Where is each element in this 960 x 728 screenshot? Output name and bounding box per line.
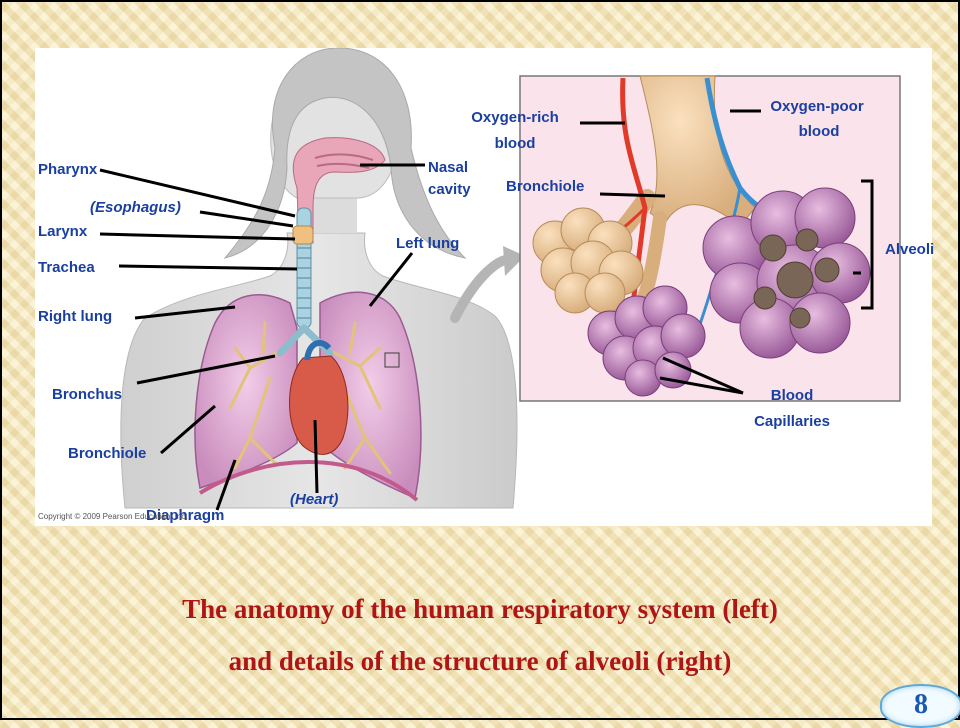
alveoli-detail-inset: [519, 75, 901, 402]
label-pharynx: Pharynx: [38, 161, 98, 178]
respiratory-illustration: [99, 48, 901, 511]
label-blood-capillaries-line1: Blood: [770, 387, 814, 404]
label-trachea: Trachea: [38, 259, 95, 276]
caption-line2: and details of the structure of alveoli …: [228, 646, 732, 676]
slide-border-top: [0, 0, 960, 2]
slide-border-right: [958, 0, 960, 720]
label-oxygen-poor-line2: blood: [798, 123, 840, 140]
copyright-notice: Copyright © 2009 Pearson Education, Inc.: [38, 512, 188, 521]
slide-border-bottom: [0, 718, 960, 720]
caption-line1: The anatomy of the human respiratory sys…: [182, 594, 778, 624]
label-larynx: Larynx: [38, 223, 88, 240]
label-bronchiole-left: Bronchiole: [68, 445, 147, 462]
heart-illustration: [289, 339, 349, 455]
label-oxygen-poor-line1: Oxygen-poor: [770, 98, 864, 115]
label-alveoli: Alveoli: [885, 241, 935, 258]
right-lung: [194, 294, 298, 489]
label-esophagus: (Esophagus): [90, 199, 181, 216]
label-bronchus: Bronchus: [52, 386, 123, 403]
leader-lines: [99, 109, 874, 511]
slide-number-badge: 8: [880, 684, 960, 728]
label-heart: (Heart): [290, 491, 339, 508]
label-oxygen-rich-line1: Oxygen-rich: [471, 109, 559, 126]
respiratory-figure: Pharynx (Esophagus) Larynx Trachea Right…: [35, 48, 935, 526]
label-right-lung: Right lung: [38, 308, 113, 325]
label-bronchiole-right: Bronchiole: [506, 178, 585, 195]
diaphragm-muscle: [198, 460, 419, 502]
label-nasal-cavity-line1: Nasal: [428, 159, 469, 176]
slide-border-left: [0, 0, 2, 720]
label-left-lung: Left lung: [396, 235, 460, 252]
label-nasal-cavity-line2: cavity: [428, 181, 471, 198]
label-diaphragm: Diaphragm: [146, 507, 225, 524]
magnify-box: [384, 352, 400, 368]
zoom-arrow: [450, 255, 510, 323]
label-oxygen-rich-line2: blood: [494, 135, 536, 152]
label-blood-capillaries-line2: Capillaries: [754, 413, 830, 430]
